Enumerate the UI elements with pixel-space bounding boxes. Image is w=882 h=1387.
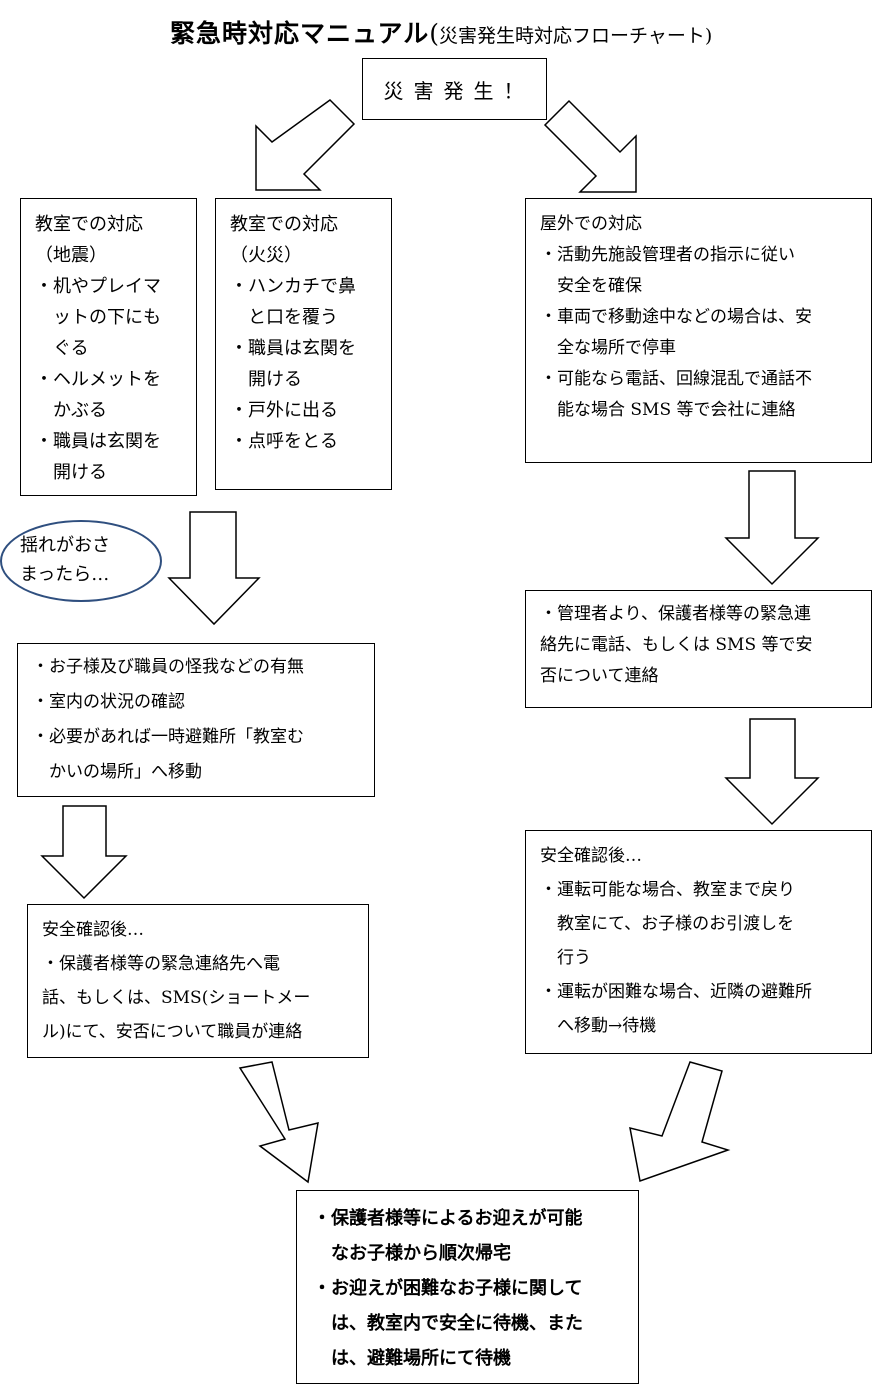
arrow-manager-to-after	[724, 718, 820, 826]
text-line: 全な場所で停車	[540, 338, 676, 358]
text-line: ・お迎えが困難なお子様に関して	[313, 1278, 583, 1299]
text-line: 行う	[540, 948, 591, 968]
title-main: 緊急時対応マニュアル	[170, 19, 430, 48]
text-line: は、避難場所にて待機	[313, 1348, 511, 1369]
text-line: 開ける	[35, 462, 107, 483]
page-title: 緊急時対応マニュアル(災害発生時対応フローチャート)	[170, 14, 770, 54]
text-line: ・運転が困難な場合、近隣の避難所	[540, 982, 812, 1002]
box-outdoor-response: 屋外での対応 ・活動先施設管理者の指示に従い 安全を確保 ・車両で移動途中などの…	[525, 198, 872, 463]
text-line: まったら…	[20, 564, 110, 585]
text-line: 揺れがおさ	[20, 535, 110, 556]
box-final-pickup: ・保護者様等によるお迎えが可能 なお子様から順次帰宅 ・お迎えが困難なお子様に関…	[296, 1190, 639, 1384]
box-after-check-classroom: 安全確認後… ・保護者様等の緊急連絡先へ電 話、もしくは、SMS(ショートメー …	[27, 904, 369, 1058]
text-line: ットの下にも	[35, 307, 161, 328]
box-classroom-fire: 教室での対応 （火災） ・ハンカチで鼻 と口を覆う ・職員は玄関を 開ける ・戸…	[215, 198, 392, 490]
text-line: ・車両で移動途中などの場合は、安	[540, 307, 812, 327]
arrow-right-to-final	[629, 1061, 731, 1182]
text-line: かいの場所」へ移動	[32, 762, 202, 782]
text-line: 安全確認後…	[540, 846, 642, 866]
text-line: 能な場合 SMS 等で会社に連絡	[540, 400, 796, 420]
text-line: 屋外での対応	[540, 214, 642, 234]
text-line: ・点呼をとる	[230, 431, 338, 452]
text-line: ・可能なら電話、回線混乱で通話不	[540, 369, 812, 389]
text-line: ・保護者様等の緊急連絡先へ電	[42, 954, 280, 974]
text-line: ・お子様及び職員の怪我などの有無	[32, 657, 304, 677]
text-line: へ移動→待機	[540, 1016, 657, 1036]
box-indoor-check: ・お子様及び職員の怪我などの有無 ・室内の状況の確認 ・必要があれば一時避難所「…	[17, 643, 375, 797]
text-line: かぶる	[35, 400, 107, 421]
text-line: ・保護者様等によるお迎えが可能	[313, 1208, 583, 1229]
text-line: 教室での対応	[35, 214, 143, 235]
title-subtitle: 災害発生時対応フローチャート)	[439, 25, 713, 47]
arrow-quake-to-check	[167, 511, 261, 626]
text-line: ・必要があれば一時避難所「教室む	[32, 727, 304, 747]
box-manager-contact: ・管理者より、保護者様等の緊急連 絡先に電話、もしくは SMS 等で安 否につい…	[525, 590, 872, 708]
arrow-left-to-final	[238, 1061, 319, 1184]
text-line: ・管理者より、保護者様等の緊急連	[540, 604, 811, 624]
text-line: ・運転可能な場合、教室まで戻り	[540, 880, 795, 900]
box-after-check-outdoor: 安全確認後… ・運転可能な場合、教室まで戻り 教室にて、お子様のお引渡しを 行う…	[525, 830, 872, 1054]
text-line: 安全を確保	[540, 276, 642, 296]
arrow-check-to-after	[40, 805, 128, 900]
text-line: 否について連絡	[540, 666, 659, 686]
text-line: ・机やプレイマ	[35, 276, 161, 297]
text-line: ・ヘルメットを	[35, 369, 161, 390]
text-line: 開ける	[230, 369, 302, 390]
arrow-outdoor-to-manager	[724, 470, 820, 586]
text-line: は、教室内で安全に待機、また	[313, 1313, 583, 1334]
text-line: 話、もしくは、SMS(ショートメー	[42, 988, 311, 1008]
text-line: ・活動先施設管理者の指示に従い	[540, 245, 795, 265]
text-line: ぐる	[35, 338, 89, 359]
text-line: ・室内の状況の確認	[32, 692, 185, 712]
text-line: ル)にて、安否について職員が連絡	[42, 1022, 303, 1042]
bubble-after-shaking: 揺れがおさ まったら…	[0, 520, 162, 602]
text-line: ・職員は玄関を	[230, 338, 356, 359]
text-line: （火災）	[230, 245, 302, 266]
text-line: ・ハンカチで鼻	[230, 276, 356, 297]
arrow-start-to-left	[255, 99, 356, 191]
title-open-paren: (	[429, 19, 440, 48]
box-classroom-earthquake: 教室での対応 （地震） ・机やプレイマ ットの下にも ぐる ・ヘルメットを かぶ…	[20, 198, 197, 496]
text-line: （地震）	[35, 245, 107, 266]
arrow-start-to-right	[543, 99, 637, 193]
text-line: 教室にて、お子様のお引渡しを	[540, 914, 795, 934]
text-line: ・職員は玄関を	[35, 431, 161, 452]
text-line: 絡先に電話、もしくは SMS 等で安	[540, 635, 813, 655]
text-line: 安全確認後…	[42, 920, 144, 940]
start-box-disaster: 災害発生！	[362, 58, 547, 120]
text-line: 教室での対応	[230, 214, 338, 235]
text-line: なお子様から順次帰宅	[313, 1243, 511, 1264]
text-line: ・戸外に出る	[230, 400, 338, 421]
text-line: と口を覆う	[230, 307, 338, 328]
